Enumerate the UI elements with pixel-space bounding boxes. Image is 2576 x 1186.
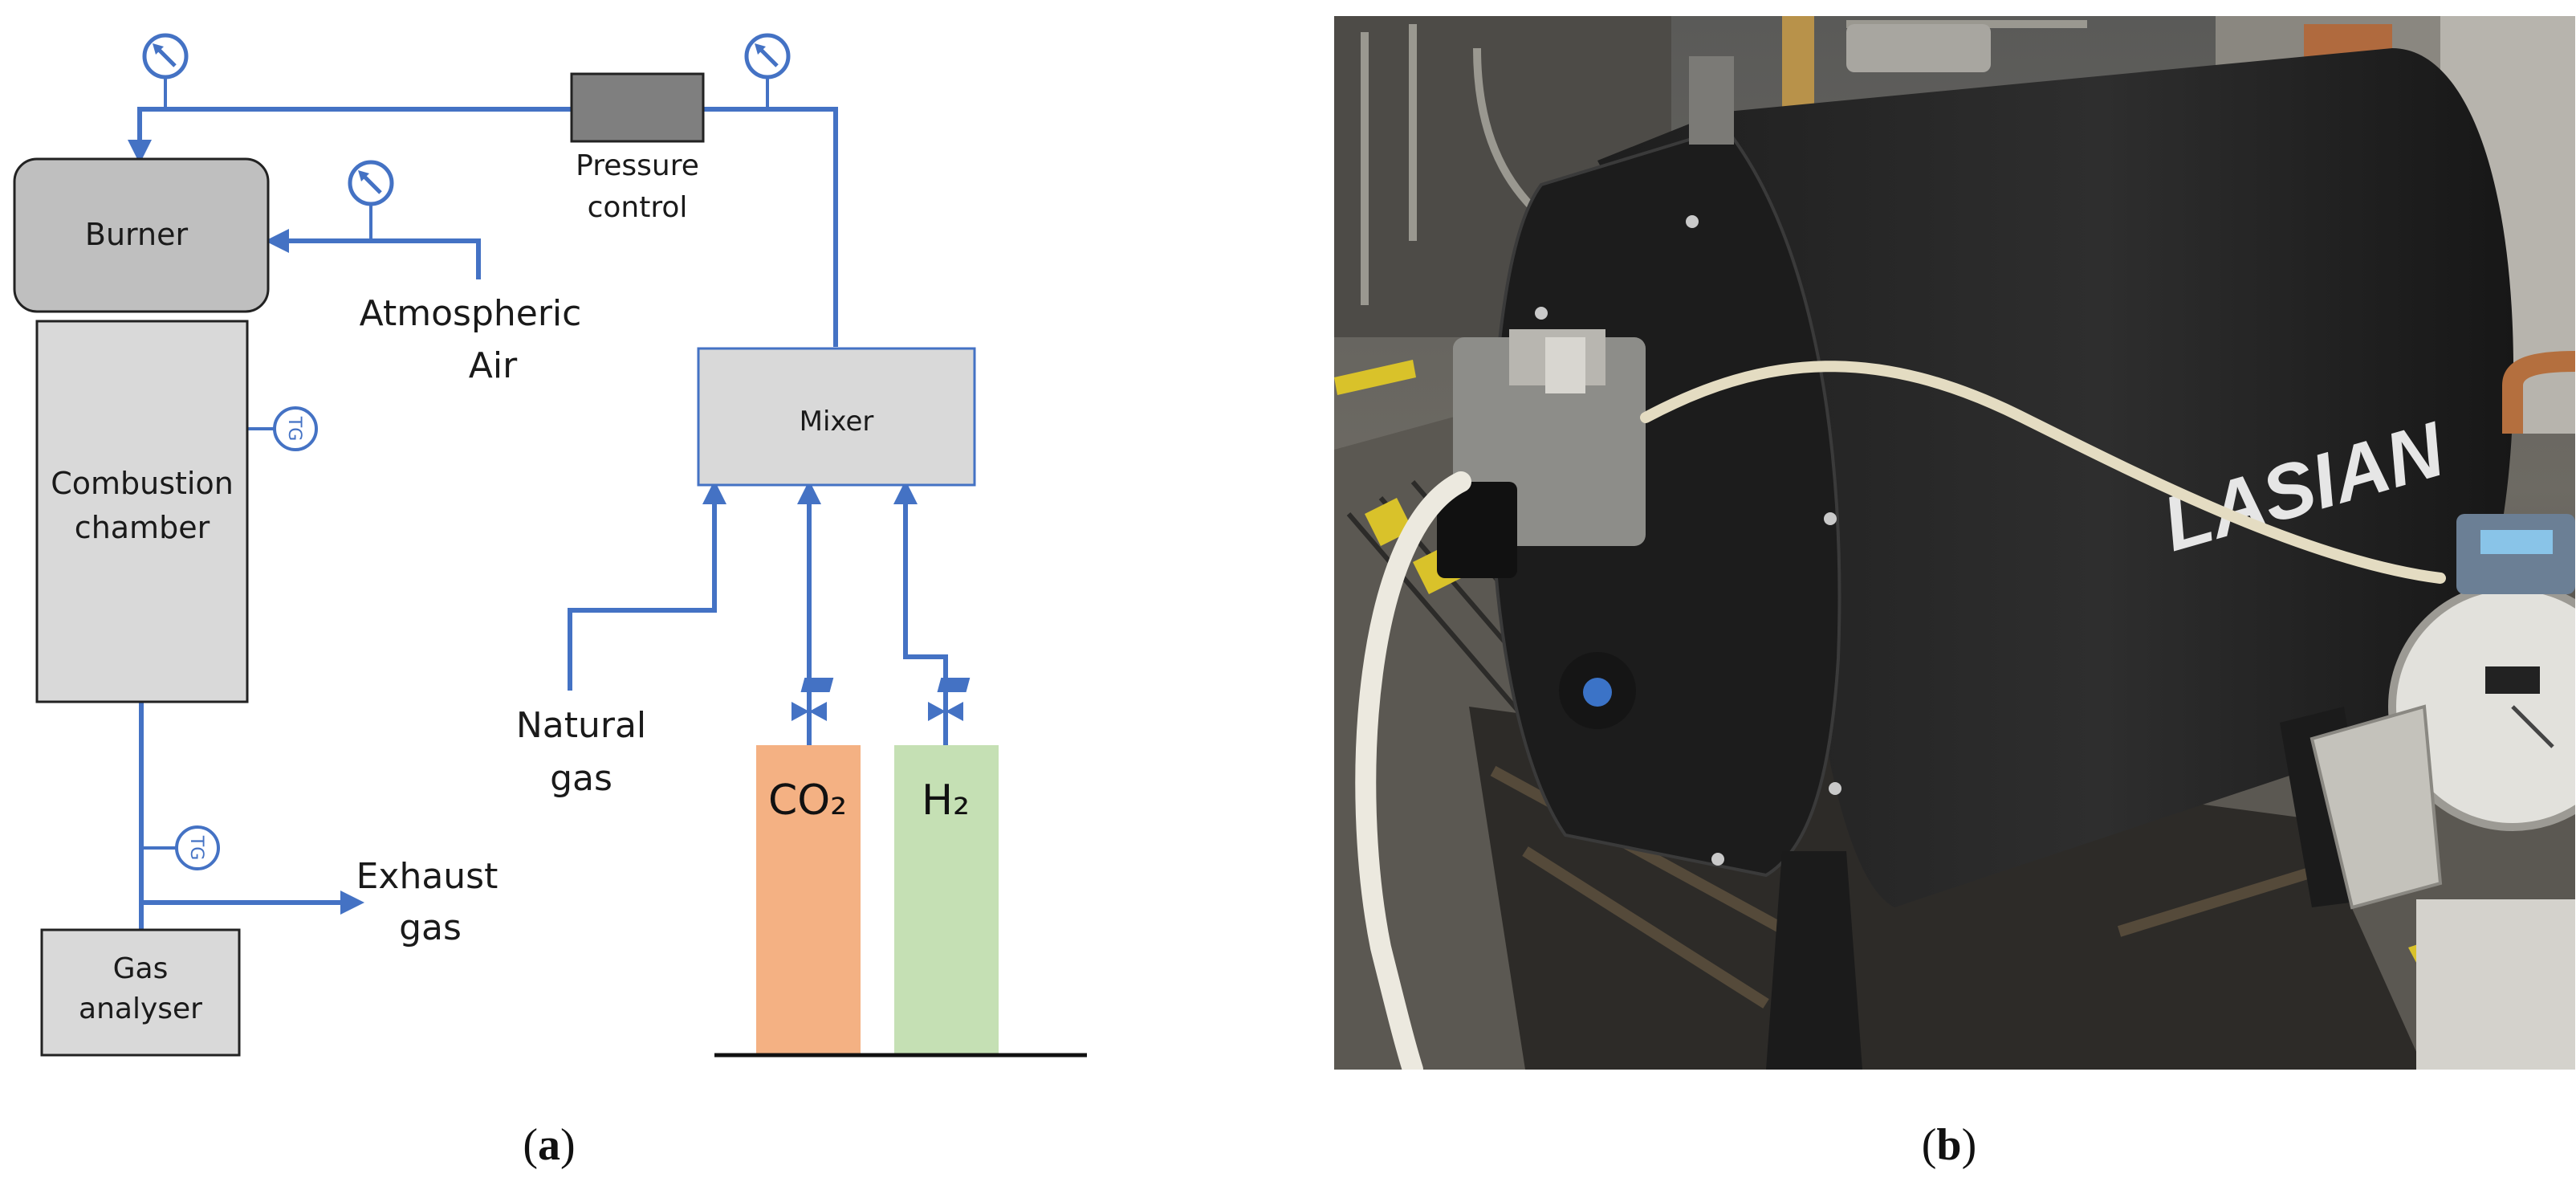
gas-analyser-box: Gas analyser <box>40 928 241 1057</box>
tg-label: TG <box>284 416 304 442</box>
boiler-photo: LASIAN <box>1334 16 2575 1070</box>
air-inlet-pipe <box>265 229 481 279</box>
atmospheric-air-label-2: Air <box>469 345 518 386</box>
valve-icon <box>792 678 834 721</box>
white-hose <box>1355 471 1471 1070</box>
mixer-label: Mixer <box>800 406 874 438</box>
cream-hose <box>1640 361 2446 584</box>
burner-label: Burner <box>85 217 189 252</box>
pressure-gauge-icon <box>744 33 791 79</box>
caption-a: (a) <box>523 1120 575 1170</box>
pressure-gauge-icon <box>142 33 189 79</box>
exhaust-gas-label-2: gas <box>399 907 462 948</box>
h2-pipe <box>893 480 948 745</box>
thermocouple-icon: TG <box>175 825 220 870</box>
burner-box: Burner <box>13 157 270 313</box>
valve-icon <box>928 678 971 721</box>
combustion-chamber-box: Combustion chamber <box>35 320 249 703</box>
atmospheric-air-label-1: Atmospheric <box>360 293 582 334</box>
gas-analyser-label-1: Gas <box>113 952 169 985</box>
h2-cylinder-label: H₂ <box>922 776 970 825</box>
pressure-control-label-1: Pressure <box>576 149 699 182</box>
h2-cylinder: H₂ <box>894 745 999 1054</box>
caption-a-close: ) <box>560 1120 576 1170</box>
caption-b: (b) <box>1922 1120 1976 1170</box>
panel-a-diagram: Burner Combustion chamber Gas analyser P… <box>13 33 1087 1058</box>
gas-analyser-label-2: analyser <box>79 992 202 1025</box>
pressure-gauge-icon <box>348 160 394 206</box>
combustion-chamber-label-1: Combustion <box>51 466 234 501</box>
combustion-chamber-label-2: chamber <box>75 510 210 545</box>
natural-gas-label-1: Natural <box>516 705 646 746</box>
mixer-box: Mixer <box>697 347 976 487</box>
burner-unit <box>1437 329 1646 729</box>
co2-cylinder: CO₂ <box>756 745 861 1054</box>
caption-a-open: ( <box>523 1120 538 1170</box>
caption-b-open: ( <box>1922 1120 1937 1170</box>
pressure-control-label-2: control <box>588 191 688 224</box>
tg-label: TG <box>186 835 206 861</box>
exhaust-gas-label-1: Exhaust <box>356 856 499 897</box>
caption-a-letter: a <box>538 1120 560 1170</box>
gas-supply-pipe <box>128 107 838 347</box>
natural-gas-label-2: gas <box>550 758 612 799</box>
pressure-control-box: Pressure control <box>570 72 705 224</box>
caption-b-letter: b <box>1936 1120 1961 1170</box>
caption-b-close: ) <box>1962 1120 1977 1170</box>
co2-cylinder-label: CO₂ <box>768 776 847 825</box>
natural-gas-pipe <box>568 480 726 691</box>
thermocouple-icon: TG <box>273 406 318 451</box>
